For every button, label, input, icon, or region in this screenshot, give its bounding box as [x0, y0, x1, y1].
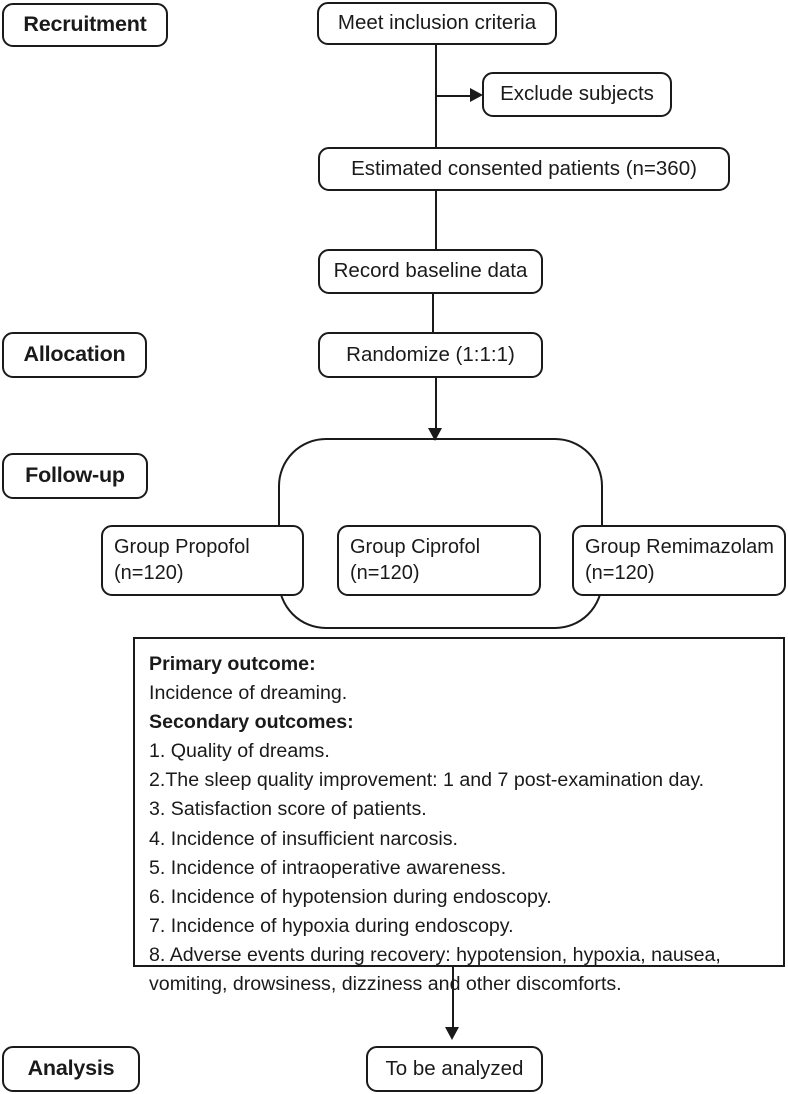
outcomes-panel: Primary outcome: Incidence of dreaming. …: [133, 637, 785, 995]
arrowhead-to-exclude: [470, 88, 483, 102]
node-exclude-subjects-text: Exclude subjects: [500, 82, 654, 106]
node-record-baseline-data: Record baseline data: [318, 249, 543, 294]
node-exclude-subjects: Exclude subjects: [482, 72, 672, 117]
secondary-outcome-item-4: 4. Incidence of insufficient narcosis.: [149, 827, 458, 850]
node-meet-inclusion-criteria-text: Meet inclusion criteria: [337, 11, 537, 35]
stage-label-allocation: Allocation: [2, 332, 147, 378]
secondary-outcome-item-8: 8. Adverse events during recovery: hypot…: [149, 943, 721, 996]
secondary-outcome-item-7: 7. Incidence of hypoxia during endoscopy…: [149, 914, 514, 937]
secondary-outcomes-heading: Secondary outcomes:: [149, 711, 354, 734]
node-estimated-consented-patients: Estimated consented patients (n=360): [318, 147, 730, 191]
secondary-outcome-item-5: 5. Incidence of intraoperative awareness…: [149, 856, 507, 879]
stage-label-allocation-text: Allocation: [23, 342, 126, 367]
secondary-outcome-item-1: 1. Quality of dreams.: [149, 740, 330, 763]
node-arm-ciprofol: Group Ciprofol (n=120): [337, 525, 541, 596]
node-record-baseline-data-text: Record baseline data: [333, 259, 528, 283]
arm-remimazolam-count: (n=120): [585, 561, 655, 584]
stage-label-recruitment-text: Recruitment: [23, 12, 147, 37]
stage-label-followup-text: Follow-up: [25, 463, 125, 488]
secondary-outcome-item-2: 2.The sleep quality improvement: 1 and 7…: [149, 769, 705, 792]
node-arm-propofol: Group Propofol (n=120): [101, 525, 304, 596]
connector-branch-to-exclude: [435, 95, 473, 97]
node-arm-remimazolam: Group Remimazolam (n=120): [572, 525, 786, 596]
node-to-be-analyzed: To be analyzed: [366, 1046, 543, 1092]
arrowhead-to-analyzed: [445, 1027, 459, 1040]
primary-outcome-heading: Primary outcome:: [149, 653, 316, 675]
arm-remimazolam-name: Group Remimazolam: [585, 535, 774, 558]
connector-outcomes-to-analyzed: [452, 966, 454, 1032]
node-to-be-analyzed-text: To be analyzed: [385, 1056, 524, 1080]
arrowhead-to-arms: [428, 428, 442, 441]
stage-label-recruitment: Recruitment: [2, 3, 168, 47]
arm-remimazolam-text: Group Remimazolam (n=120): [585, 535, 784, 586]
secondary-outcome-item-6: 6. Incidence of hypotension during endos…: [149, 885, 552, 908]
primary-outcome-text: Incidence of dreaming.: [149, 682, 348, 705]
arm-propofol-name: Group Propofol: [114, 535, 250, 558]
node-estimated-consented-patients-text: Estimated consented patients (n=360): [351, 156, 697, 180]
arm-ciprofol-name: Group Ciprofol: [350, 535, 481, 558]
arm-ciprofol-count: (n=120): [350, 561, 420, 584]
arm-propofol-count: (n=120): [114, 561, 184, 584]
node-randomize: Randomize (1:1:1): [318, 332, 543, 378]
stage-label-followup: Follow-up: [2, 453, 148, 499]
stage-label-analysis: Analysis: [2, 1046, 140, 1092]
node-meet-inclusion-criteria: Meet inclusion criteria: [317, 2, 557, 45]
connector-randomize-to-arms: [435, 377, 437, 433]
connector-baseline-to-randomize: [432, 293, 434, 333]
node-randomize-text: Randomize (1:1:1): [346, 342, 515, 366]
stage-label-analysis-text: Analysis: [27, 1056, 115, 1081]
secondary-outcome-item-3: 3. Satisfaction score of patients.: [149, 798, 427, 821]
connector-consented-to-baseline: [435, 190, 437, 251]
arm-propofol-text: Group Propofol (n=120): [114, 535, 302, 586]
arm-ciprofol-text: Group Ciprofol (n=120): [350, 535, 539, 586]
